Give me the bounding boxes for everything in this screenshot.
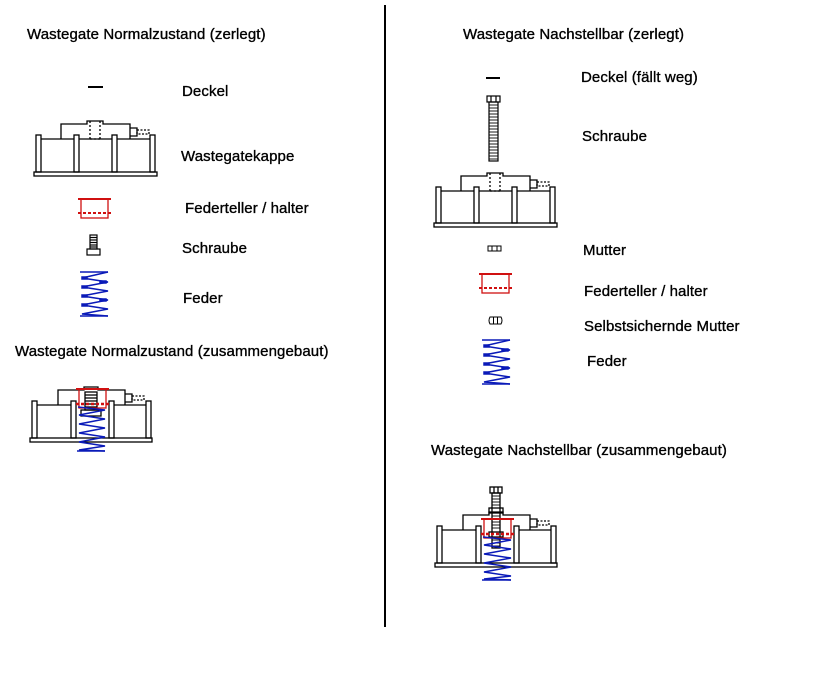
part-label-schraube-lang: Schraube (582, 128, 648, 145)
section-divider (384, 5, 386, 627)
part-label-deckel: Deckel (182, 83, 229, 100)
left-disassembled-title: Wastegate Normalzustand (zerlegt) (27, 26, 266, 43)
wastegate-cap-icon (433, 172, 558, 228)
part-label-selbstsichernde-mutter: Selbstsichernde Mutter (584, 318, 740, 335)
nut-icon (487, 245, 502, 252)
spring-icon (80, 271, 109, 317)
spring-plate-icon (479, 273, 512, 294)
part-label-deckel-faellt-weg: Deckel (fällt weg) (581, 69, 698, 86)
part-label-schraube: Schraube (182, 240, 248, 257)
part-label-mutter: Mutter (583, 242, 627, 259)
part-label-federteller: Federteller / halter (185, 200, 309, 217)
cover-icon (486, 77, 500, 79)
part-label-feder-right: Feder (587, 353, 627, 370)
part-label-federteller-right: Federteller / halter (584, 283, 708, 300)
screw-icon (86, 234, 101, 256)
lock-nut-icon (488, 316, 503, 325)
cover-icon (88, 86, 103, 88)
right-assembled-title: Wastegate Nachstellbar (zusammengebaut) (431, 442, 727, 459)
long-bolt-icon (486, 95, 501, 162)
assembled-adjustable-wastegate-icon (434, 486, 558, 581)
left-assembled-title: Wastegate Normalzustand (zusammengebaut) (15, 343, 329, 360)
part-label-feder: Feder (183, 290, 223, 307)
spring-plate-icon (78, 198, 111, 219)
spring-icon (482, 339, 511, 385)
assembled-wastegate-icon (29, 386, 153, 452)
wastegate-cap-icon (33, 120, 158, 177)
right-disassembled-title: Wastegate Nachstellbar (zerlegt) (463, 26, 685, 43)
part-label-wastegatekappe: Wastegatekappe (181, 148, 295, 165)
